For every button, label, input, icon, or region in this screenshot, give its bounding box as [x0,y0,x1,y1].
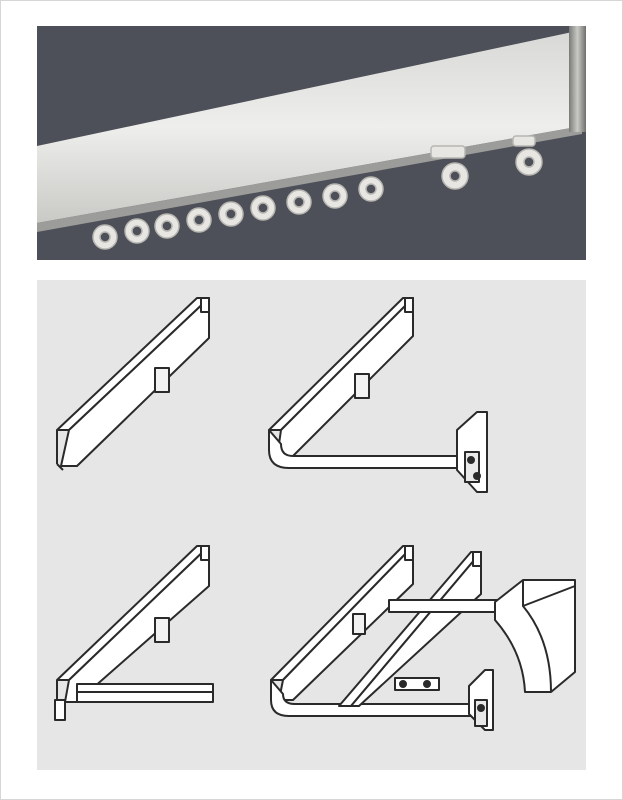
glider-hook [124,218,150,244]
profile-track-with-return [54,545,214,721]
rail-body [37,31,582,223]
profile-track-with-bracket [268,297,488,493]
glider-hook [358,176,384,202]
end-cover [494,579,576,693]
glider-hook [512,135,543,176]
curtain-track-illustration [37,26,586,250]
glider-hook [322,183,348,209]
track-profiles-diagram [37,280,586,770]
glider-hook [250,195,276,221]
rail-end-cap [569,26,586,132]
glider-hook [430,145,469,190]
glider-hook [286,189,312,215]
glider-hook [218,201,244,227]
glider-hook [186,207,212,233]
profile-straight-track [56,297,210,471]
glider-hook [92,224,118,250]
curtain-track-photo [37,26,586,260]
track-profiles-illustration [54,297,576,731]
profile-double-track [270,545,576,731]
glider-hook [154,213,180,239]
glider-hooks [92,135,543,250]
